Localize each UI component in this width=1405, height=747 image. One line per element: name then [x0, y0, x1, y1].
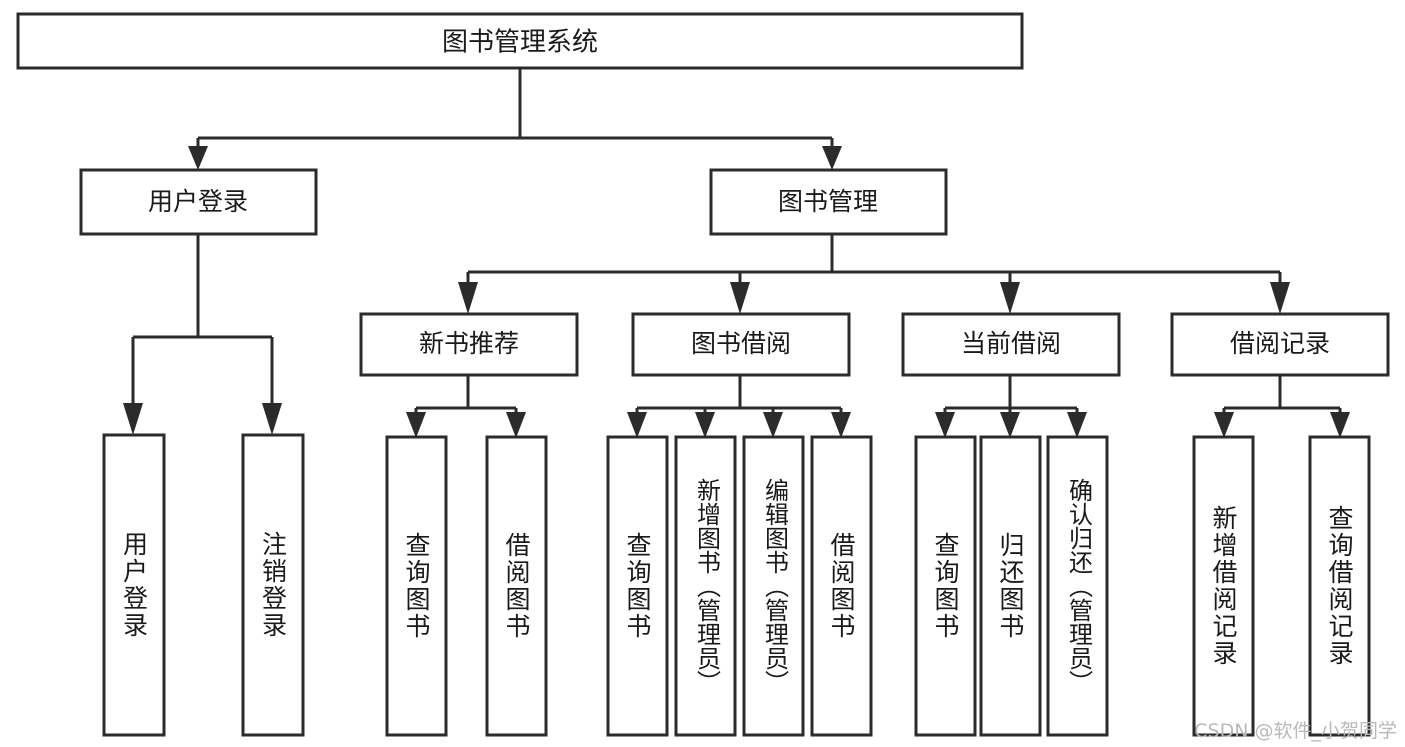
leaf-return-book-box[interactable]	[979, 435, 1042, 737]
node-root-box[interactable]	[16, 12, 1024, 70]
node-user-login-label: 用户登录	[148, 187, 248, 216]
leaf-add-book-box[interactable]	[674, 435, 737, 737]
leaf-confirm-return-box[interactable]	[1046, 435, 1109, 737]
node-book-borrow[interactable]: 图书借阅	[631, 312, 851, 377]
arrow-head-leaf-confirm-return	[1067, 412, 1087, 438]
leaf-query-book-2-box[interactable]	[606, 435, 669, 737]
node-book-borrow-box[interactable]	[631, 312, 851, 377]
arrow-head-leaf-query-book-1	[406, 412, 426, 438]
connector-group-book-manage	[458, 234, 1290, 314]
arrow-head-user-login	[188, 146, 208, 170]
arrow-head-leaf-borrow-book-1	[506, 412, 526, 438]
arrow-head-borrow-record	[1270, 282, 1290, 314]
connector-group-borrow-record	[1214, 375, 1350, 438]
arrow-head-current-borrow	[1000, 282, 1020, 314]
node-borrow-record[interactable]: 借阅记录	[1170, 312, 1390, 377]
arrow-head-leaf-add-record	[1214, 412, 1234, 438]
arrow-head-leaf-add-book	[695, 412, 715, 438]
arrow-head-new-book-recommend	[458, 282, 478, 314]
arrow-head-leaf-user-logout	[262, 403, 282, 435]
node-borrow-record-box[interactable]	[1170, 312, 1390, 377]
leaf-borrow-book-1-box[interactable]	[485, 435, 548, 737]
arrow-head-leaf-query-record	[1330, 412, 1350, 438]
node-book-manage-box[interactable]	[709, 168, 948, 236]
connector-group-book-borrow	[627, 375, 851, 438]
node-new-book-recommend[interactable]: 新书推荐	[359, 312, 579, 377]
arrow-head-book-manage	[822, 146, 842, 170]
node-current-borrow-box[interactable]	[901, 312, 1121, 377]
leaf-add-record-box[interactable]	[1192, 435, 1255, 737]
node-new-book-recommend-label: 新书推荐	[419, 329, 519, 358]
connector-group-new-book-recommend	[406, 375, 526, 438]
arrow-head-book-borrow	[730, 282, 750, 314]
arrow-head-leaf-borrow-book-2	[831, 412, 851, 438]
leaf-query-book-1-box[interactable]	[385, 435, 448, 737]
arrow-head-leaf-query-book-3	[935, 412, 955, 438]
node-book-manage[interactable]: 图书管理	[709, 168, 948, 236]
node-root-label: 图书管理系统	[442, 28, 598, 58]
node-borrow-record-label: 借阅记录	[1230, 329, 1330, 358]
node-current-borrow-label: 当前借阅	[961, 329, 1061, 358]
arrow-head-leaf-return-book	[1000, 412, 1020, 438]
connector-group-user-login	[123, 234, 282, 435]
node-new-book-recommend-box[interactable]	[359, 312, 579, 377]
leaf-borrow-book-2-box[interactable]	[810, 435, 873, 737]
node-current-borrow[interactable]: 当前借阅	[901, 312, 1121, 377]
leaf-edit-book-box[interactable]	[742, 435, 805, 737]
connector-group-current-borrow	[935, 375, 1087, 438]
node-user-login[interactable]: 用户登录	[79, 168, 318, 236]
node-user-login-box[interactable]	[79, 168, 318, 236]
leaf-box-group	[102, 433, 1371, 737]
leaf-query-record-box[interactable]	[1308, 435, 1371, 737]
leaf-user-login-box[interactable]	[102, 433, 166, 737]
node-book-manage-label: 图书管理	[778, 187, 878, 216]
leaf-user-logout-box[interactable]	[241, 433, 305, 737]
arrow-head-leaf-query-book-2	[627, 412, 647, 438]
arrow-head-leaf-edit-book	[763, 412, 783, 438]
connector-group-root	[188, 68, 842, 170]
arrow-head-leaf-user-login	[123, 403, 143, 435]
leaf-query-book-3-box[interactable]	[914, 435, 977, 737]
node-root[interactable]: 图书管理系统	[16, 12, 1024, 70]
node-book-borrow-label: 图书借阅	[691, 329, 791, 358]
